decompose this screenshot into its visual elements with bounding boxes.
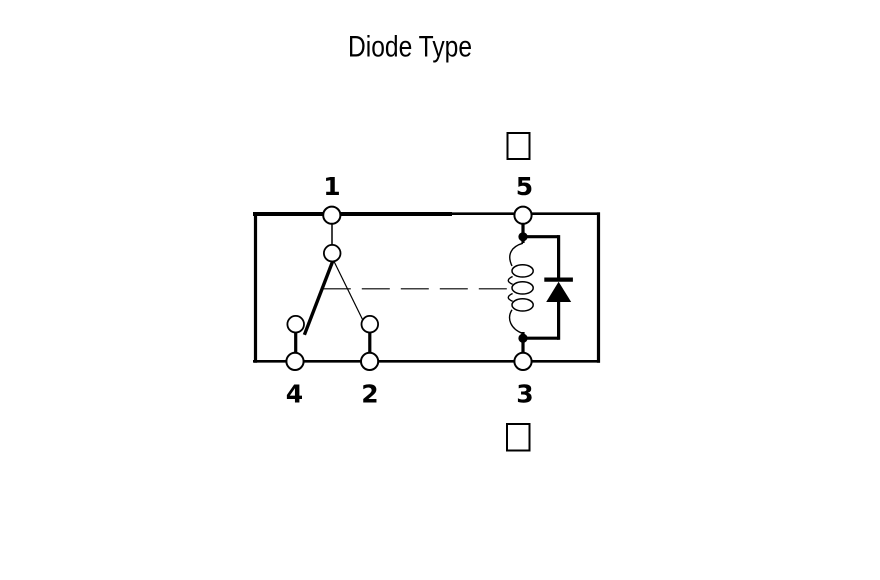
diode-icon: [544, 277, 573, 302]
coil-arc-1: [507, 275, 513, 285]
switch-section: [286, 223, 512, 354]
pin5-terminal: [513, 205, 533, 225]
coil-loop-2: [511, 281, 534, 295]
no-gap-line: [333, 261, 364, 320]
coil-arc-2: [507, 292, 513, 302]
pin2-terminal: [360, 351, 380, 371]
pin-labels: 1 5 4 2 3: [286, 172, 534, 409]
diode-anode-triangle: [546, 281, 572, 302]
pin2-label: 2: [361, 380, 378, 409]
no-contact-circle: [360, 315, 380, 334]
diode-branch: [523, 235, 573, 340]
coil-section: [507, 223, 534, 354]
pin1-label: 1: [323, 172, 340, 201]
pin3-label: 3: [516, 380, 533, 409]
orientation-marker-bottom-icon: [506, 423, 531, 452]
coil-lead-top: [509, 242, 524, 267]
diagram-title: Diode Type: [348, 31, 472, 64]
coil-loop-3: [511, 298, 534, 312]
coil-loop-1: [511, 264, 534, 278]
pin5-label: 5: [516, 172, 533, 201]
pin-terminals: [285, 205, 533, 371]
pin4-label: 4: [286, 380, 303, 409]
relay-body-outline: [253, 212, 601, 363]
nc-contact-circle: [286, 315, 305, 334]
orientation-marker-top-icon: [506, 132, 531, 160]
armature-line: [302, 260, 335, 336]
coil-symbol: [507, 242, 534, 335]
armature-pivot-circle: [323, 243, 342, 263]
pin3-terminal: [513, 351, 533, 371]
coil-lead-bottom: [508, 309, 524, 335]
pin1-terminal: [322, 205, 342, 225]
pin4-terminal: [285, 351, 305, 371]
